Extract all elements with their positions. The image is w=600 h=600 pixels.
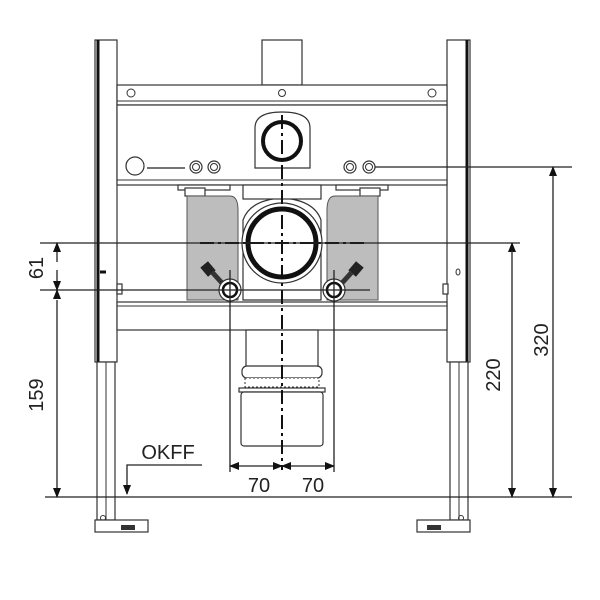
flush-pipe [261,39,303,86]
right-post [416,39,471,533]
top-crossbar [116,84,448,106]
left-support-block [186,195,239,301]
dim-320-label: 320 [531,323,553,356]
okff-label: OKFF [141,442,194,464]
right-support-block [326,195,379,301]
right-foot [416,519,471,533]
dim-61-label: 61 [26,257,48,279]
dim-159-label: 159 [26,378,48,411]
dim-70-right-label: 70 [302,475,324,497]
okff-leader [123,464,202,495]
dim-220-label: 220 [483,358,505,391]
left-post [94,39,149,533]
dim-70-left-label: 70 [248,475,270,497]
